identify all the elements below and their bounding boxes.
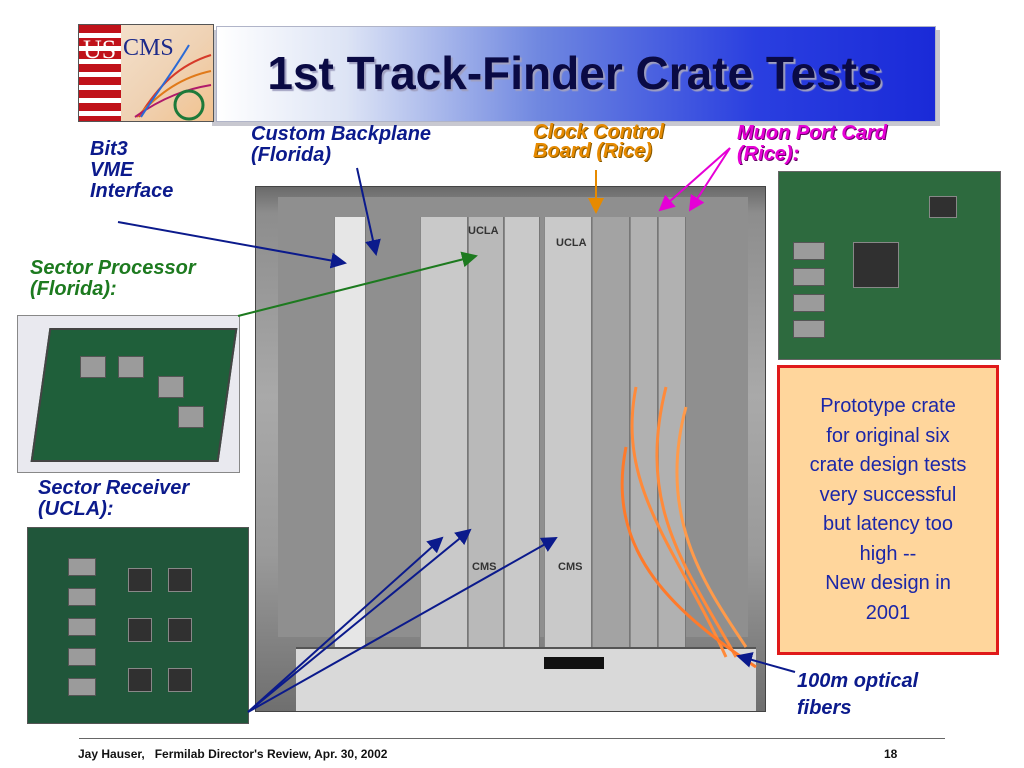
sr-chip-4	[68, 648, 96, 666]
mpc-connector-4	[793, 320, 825, 338]
label-muon-port-card: Muon Port Card (Rice):	[737, 122, 887, 165]
us-cms-logo: US CMS	[78, 24, 214, 122]
sp-chip-1	[80, 356, 106, 378]
logo-cms-text: CMS	[123, 35, 174, 61]
mpc-connector-1	[793, 242, 825, 260]
sr-chip-9	[168, 618, 192, 642]
crate-card-muon-port-2	[658, 217, 686, 657]
label-sector-receiver: Sector Receiver (UCLA):	[38, 477, 190, 520]
label-clock-control-board: Clock Control Board (Rice)	[533, 121, 665, 162]
muon-port-card-photo	[778, 171, 1001, 360]
mpc-connector-2	[793, 268, 825, 286]
crate-ucla-marking-1: UCLA	[468, 225, 499, 237]
note-text: Prototype crate for original six crate d…	[809, 395, 967, 624]
slide-title: 1st Track-Finder Crate Tests	[267, 47, 883, 99]
label-sector-processor: Sector Processor (Florida):	[30, 257, 196, 300]
crate-cms-marking-2: CMS	[558, 561, 583, 573]
crate-photo: UCLA UCLA CMS CMS	[255, 186, 766, 712]
sr-chip-5	[68, 678, 96, 696]
crate-card-clock-control	[592, 217, 630, 657]
sp-chip-2	[118, 356, 144, 378]
sp-chip-4	[178, 406, 204, 428]
crate-led-display	[544, 657, 604, 669]
footer-divider	[79, 738, 945, 739]
footer-author: Jay Hauser, Fermilab Director's Review, …	[78, 747, 388, 761]
sector-receiver-photo	[27, 527, 249, 724]
logo-us-text: US	[83, 35, 117, 64]
sector-processor-board	[30, 328, 238, 462]
sp-chip-3	[158, 376, 184, 398]
optical-fiber-bundle	[620, 386, 757, 669]
logo-tracks-graphic	[134, 44, 212, 121]
sr-chip-6	[128, 568, 152, 592]
sr-chip-3	[68, 618, 96, 636]
page-number: 18	[884, 747, 898, 761]
crate-ucla-marking-2: UCLA	[556, 237, 587, 249]
sr-chip-10	[128, 668, 152, 692]
mpc-connector-3	[793, 294, 825, 312]
sr-chip-2	[68, 588, 96, 606]
sr-chip-7	[168, 568, 192, 592]
sr-chip-1	[68, 558, 96, 576]
title-banner	[216, 26, 936, 122]
sr-chip-11	[168, 668, 192, 692]
mpc-main-chip	[853, 242, 899, 288]
note-box: Prototype crate for original six crate d…	[777, 365, 999, 655]
mpc-chip-2	[929, 196, 957, 218]
sr-chip-8	[128, 618, 152, 642]
label-optical-fibers: 100m optical fibers	[797, 670, 919, 719]
label-bit3-vme-interface: Bit3 VME Interface	[90, 138, 174, 202]
sector-processor-photo	[17, 315, 240, 473]
us-flag-stripes	[79, 25, 121, 121]
label-custom-backplane: Custom Backplane (Florida)	[251, 123, 432, 166]
